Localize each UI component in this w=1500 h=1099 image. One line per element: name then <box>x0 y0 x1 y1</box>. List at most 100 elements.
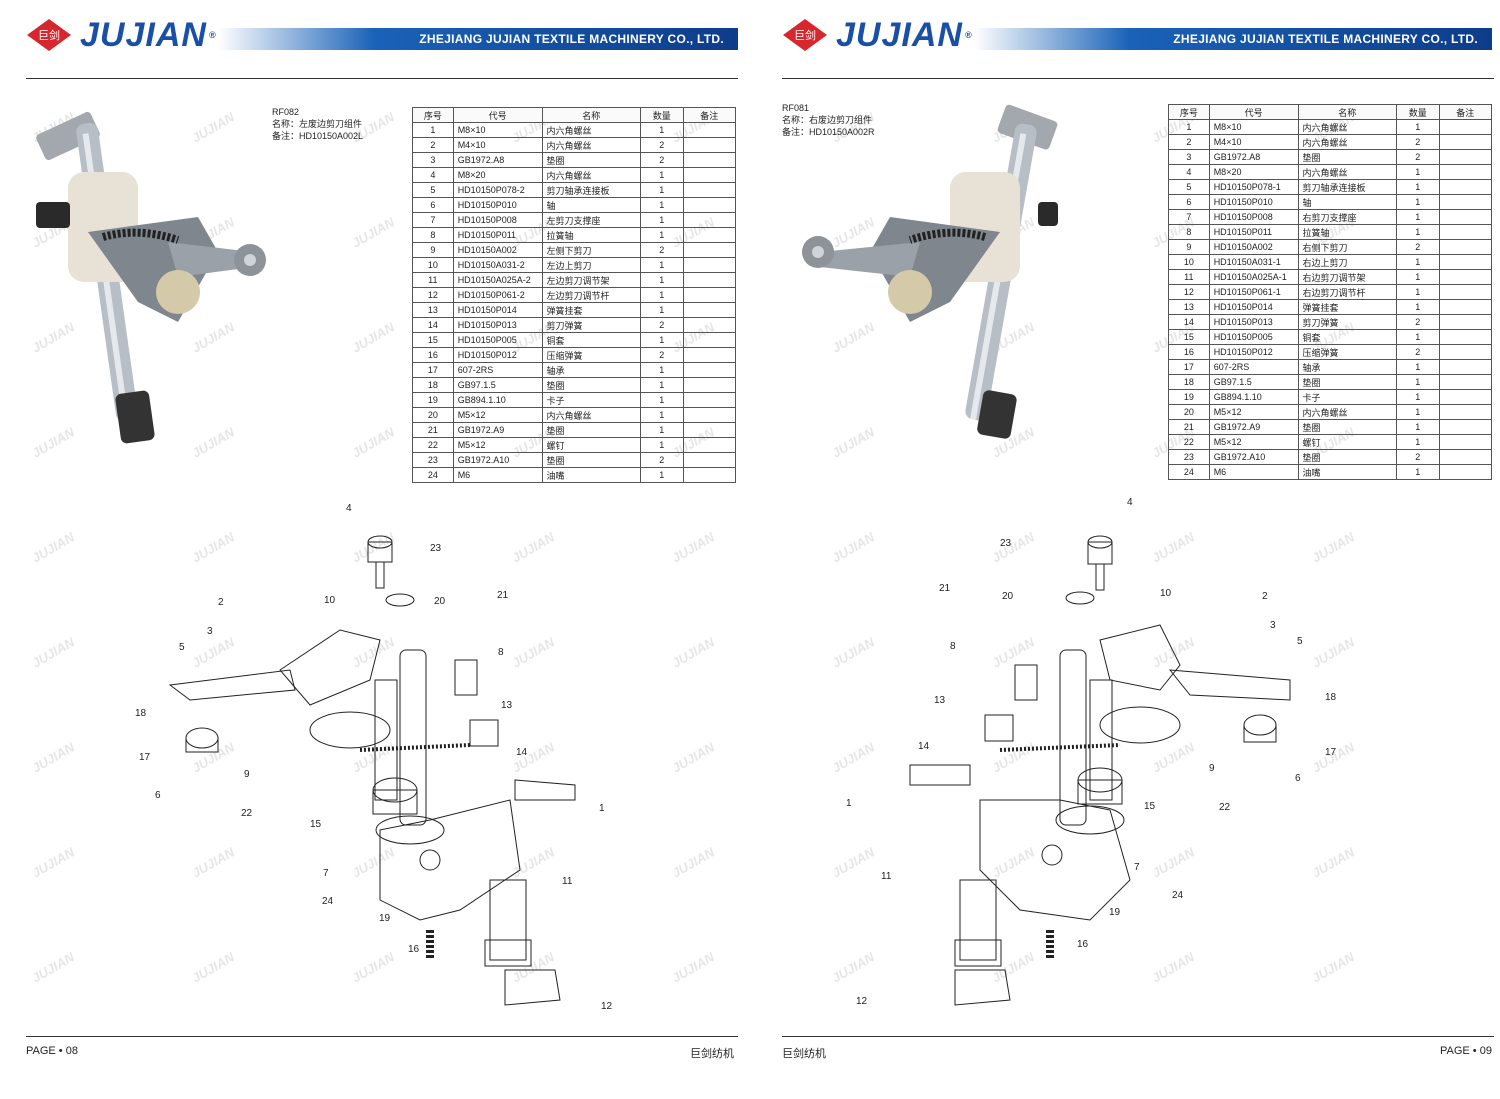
cell-qty: 1 <box>639 287 684 303</box>
cell-remark <box>682 317 737 333</box>
cell-remark <box>682 287 737 303</box>
cell-no: 11 <box>412 272 454 288</box>
table-header-row: 序号 代号 名称 数量 备注 <box>412 107 737 123</box>
cell-code: HD10150P078-2 <box>452 182 543 198</box>
cell-remark <box>1438 284 1493 300</box>
cell-remark <box>682 347 737 363</box>
cell-code: GB1972.A10 <box>452 452 543 468</box>
cell-remark <box>682 362 737 378</box>
cell-code: HD10150A002 <box>1208 239 1299 255</box>
part-note: 备注：HD10150A002R <box>782 127 875 137</box>
callout-left-20: 20 <box>434 596 446 607</box>
cell-name: 铜套 <box>541 332 641 348</box>
callout-right-20: 20 <box>1002 591 1014 602</box>
product-photo <box>790 92 1060 452</box>
cell-name: 内六角螺丝 <box>541 122 641 138</box>
cell-remark <box>682 137 737 153</box>
callout-left-1: 1 <box>599 803 605 814</box>
callout-right-22: 22 <box>1219 802 1231 813</box>
cell-remark <box>1438 254 1493 270</box>
cell-name: 轴承 <box>541 362 641 378</box>
cell-remark <box>1438 419 1493 435</box>
cell-qty: 2 <box>1395 449 1440 465</box>
cell-name: 左剪刀支撑座 <box>541 212 641 228</box>
cell-qty: 2 <box>639 317 684 333</box>
cell-code: 607-2RS <box>1208 359 1299 375</box>
cell-code: GB1972.A9 <box>452 422 543 438</box>
callout-right-18: 18 <box>1325 692 1337 703</box>
cell-remark <box>1438 374 1493 390</box>
callout-right-5: 5 <box>1297 636 1303 647</box>
cell-name: 右边剪刀调节架 <box>1297 269 1397 285</box>
cell-qty: 1 <box>1395 164 1440 180</box>
col-code: 代号 <box>452 107 543 123</box>
cell-qty: 1 <box>1395 434 1440 450</box>
cell-no: 20 <box>1168 404 1210 420</box>
col-remark: 备注 <box>682 107 737 123</box>
cell-remark <box>1438 329 1493 345</box>
footer-page-number: PAGE • 08 <box>26 1045 78 1057</box>
col-remark: 备注 <box>1438 104 1493 120</box>
cell-qty: 1 <box>1395 224 1440 240</box>
cell-name: 铜套 <box>1297 329 1397 345</box>
cell-no: 20 <box>412 407 454 423</box>
cell-no: 18 <box>412 377 454 393</box>
cell-no: 17 <box>1168 359 1210 375</box>
cell-no: 14 <box>1168 314 1210 330</box>
callout-right-7: 7 <box>1134 862 1140 873</box>
cell-code: M5×12 <box>452 407 543 423</box>
cell-no: 2 <box>412 137 454 153</box>
callout-left-13: 13 <box>501 700 513 711</box>
cell-code: M5×12 <box>452 437 543 453</box>
cell-remark <box>1438 164 1493 180</box>
cell-name: 卡子 <box>541 392 641 408</box>
callout-right-14: 14 <box>918 741 930 752</box>
cell-code: HD10150P005 <box>1208 329 1299 345</box>
cell-name: 内六角螺丝 <box>541 137 641 153</box>
cell-code: M8×20 <box>452 167 543 183</box>
cell-name: 右边上剪刀 <box>1297 254 1397 270</box>
cell-name: 右侧下剪刀 <box>1297 239 1397 255</box>
cell-remark <box>682 257 737 273</box>
callout-right-2: 2 <box>1262 591 1268 602</box>
cell-no: 19 <box>1168 389 1210 405</box>
callout-left-7: 7 <box>323 868 329 879</box>
callout-right-8: 8 <box>950 641 956 652</box>
cell-code: M5×12 <box>1208 434 1299 450</box>
part-info: RF081 名称：右废边剪刀组件 备注：HD10150A002R <box>782 102 875 138</box>
cell-no: 9 <box>412 242 454 258</box>
cell-qty: 1 <box>1395 179 1440 195</box>
cell-no: 13 <box>412 302 454 318</box>
cell-remark <box>1438 314 1493 330</box>
cell-no: 22 <box>412 437 454 453</box>
callout-left-19: 19 <box>379 913 391 924</box>
cell-code: M5×12 <box>1208 404 1299 420</box>
callout-right-15: 15 <box>1144 801 1156 812</box>
callout-left-6: 6 <box>155 790 161 801</box>
cell-no: 11 <box>1168 269 1210 285</box>
callout-left-21: 21 <box>497 590 509 601</box>
cell-remark <box>682 452 737 468</box>
cell-remark <box>682 122 737 138</box>
cell-no: 16 <box>412 347 454 363</box>
cell-remark <box>682 377 737 393</box>
cell-remark <box>682 302 737 318</box>
footer-page-number: PAGE • 09 <box>1440 1045 1492 1057</box>
